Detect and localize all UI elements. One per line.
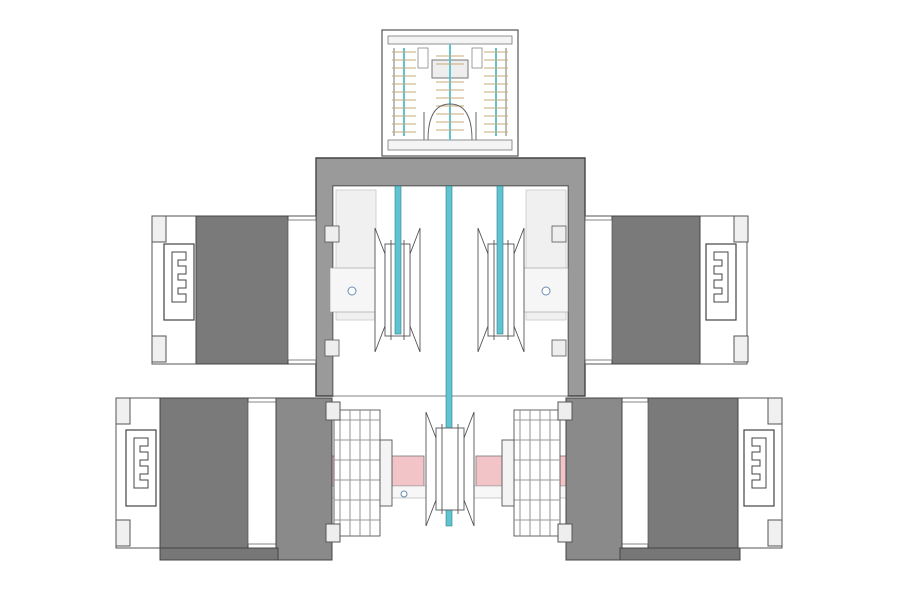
spur-gear-right (501, 409, 561, 537)
stepper-motor-upper-left (151, 215, 317, 365)
bolt-hole-left (347, 286, 357, 296)
spur-gear-left (333, 409, 393, 537)
spring-mechanism-top (381, 29, 519, 157)
stepper-motor-upper-right (584, 215, 749, 365)
frame-screws (324, 225, 567, 357)
stepper-motor-lower-right (557, 397, 783, 561)
spring-left (392, 48, 416, 136)
pulley-lower-center (425, 411, 475, 527)
bolt-hole-right (541, 286, 551, 296)
cable-left (394, 185, 402, 335)
cable-right (496, 185, 504, 335)
cable-center (445, 185, 453, 527)
spring-right (484, 48, 508, 136)
spring-center (423, 44, 477, 141)
stepper-motor-lower-left (115, 397, 341, 561)
